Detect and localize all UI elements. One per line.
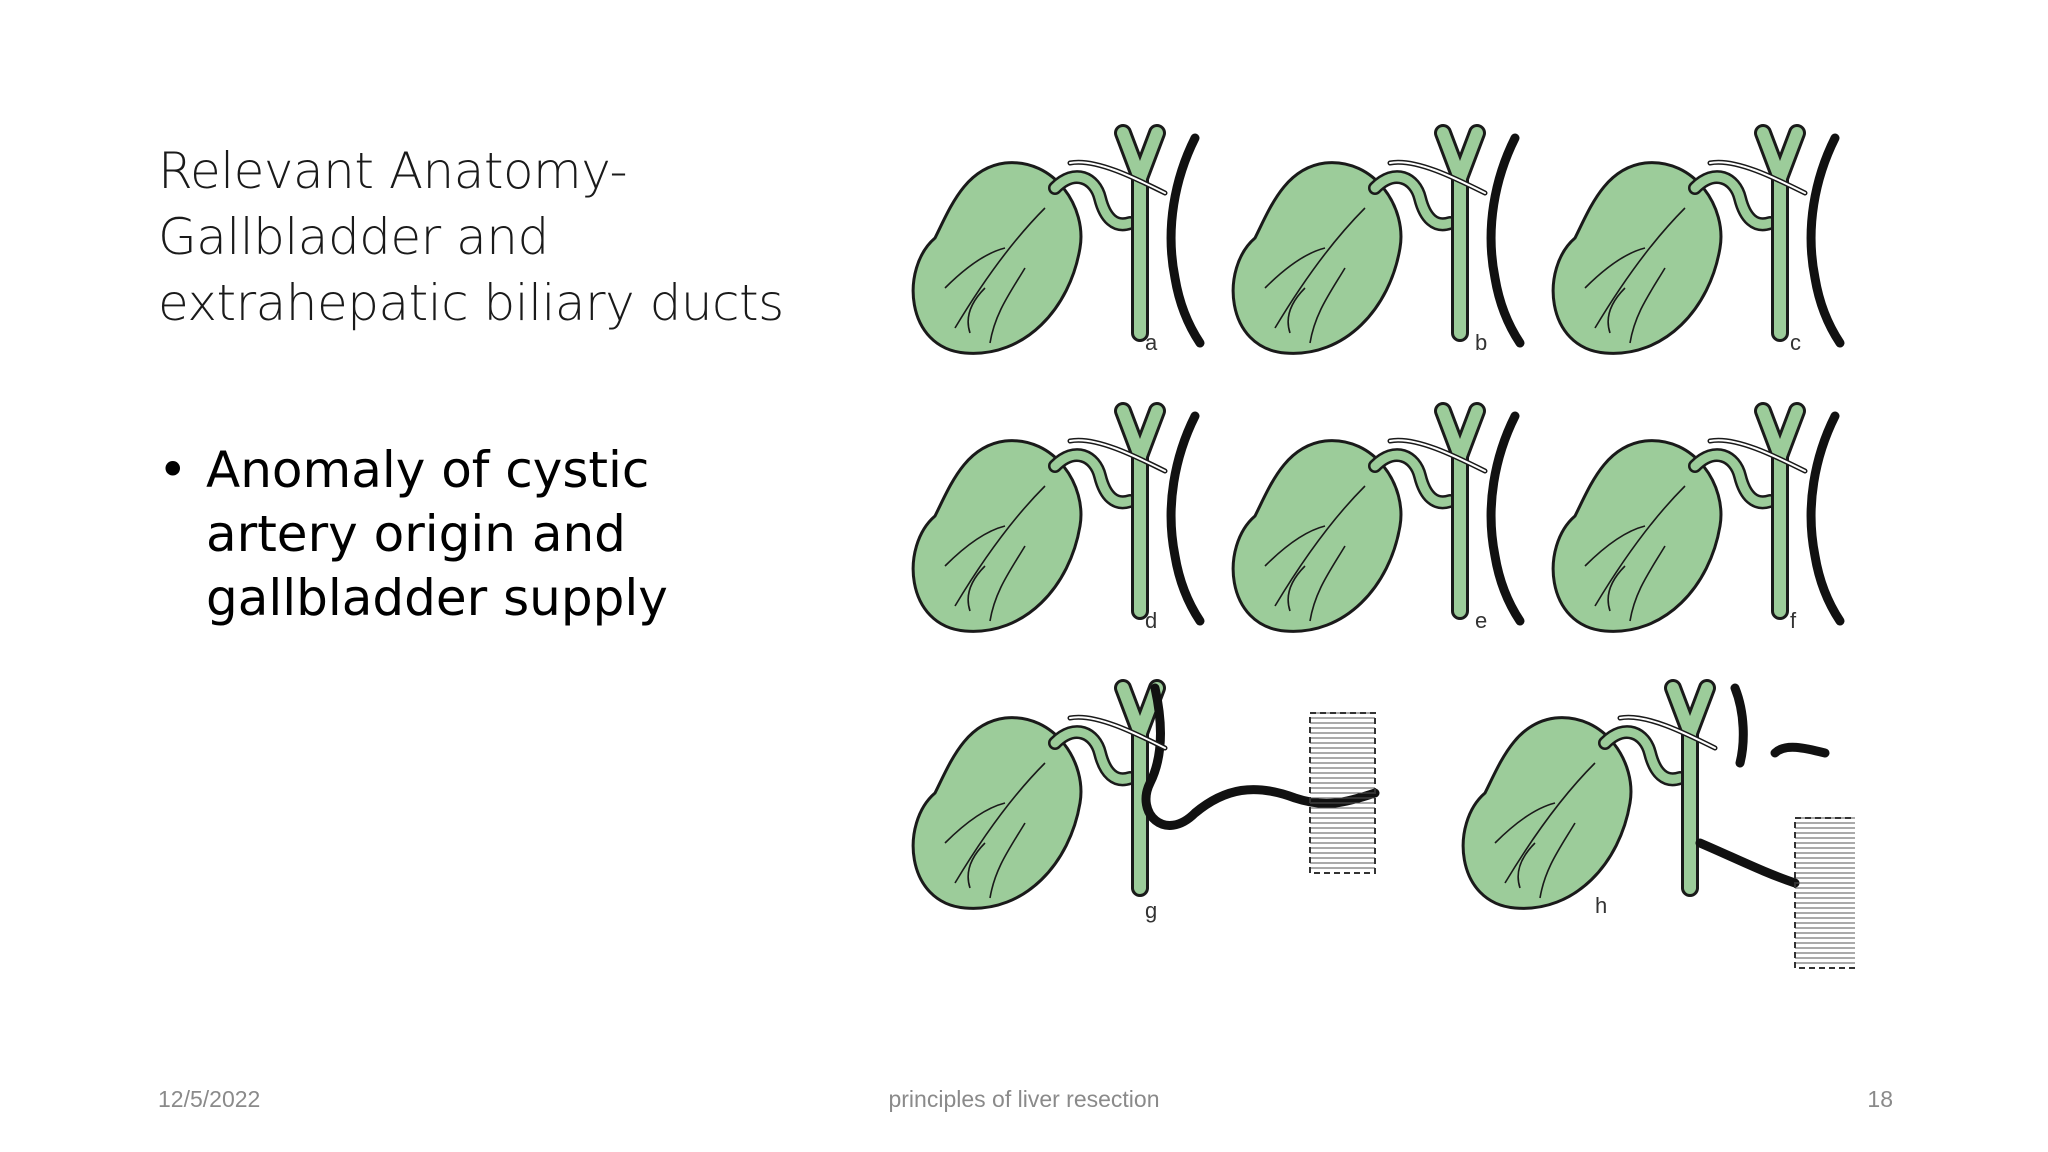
panel-label-f: f [1790,608,1797,633]
bullet-text: Anomaly of cystic artery origin and gall… [206,438,798,630]
panel-c [1551,124,1845,355]
panel-label-h: h [1595,893,1607,918]
cystic-artery-a [1069,161,1166,194]
hepatic-artery-f [1806,411,1845,626]
bile-duct-d [1117,405,1163,617]
bile-duct-c [1757,127,1803,339]
bullet-item: • Anomaly of cystic artery origin and ga… [158,438,798,630]
cystic-duct-e [1370,450,1455,507]
bullet-line-2: artery origin and [206,505,626,563]
bullet-line-1: Anomaly of cystic [206,441,650,499]
cystic-duct-g [1050,727,1135,784]
cystic-duct-b [1370,172,1455,229]
cystic-artery-d [1069,439,1166,472]
anatomy-figure: a b c d e f g h [895,118,1855,998]
gallbladder-d [911,439,1083,633]
gallbladder-veins-c [1584,207,1686,344]
title-line-2: Gallbladder and [158,208,549,266]
gallbladder-e [1231,439,1403,633]
bile-duct-h [1667,682,1713,894]
gallbladder-veins-f [1584,485,1686,622]
bullet-dot-icon: • [158,441,188,499]
panel-label-a: a [1145,330,1158,355]
title-line-3: extrahepatic biliary ducts [158,274,784,332]
footer-date: 12/5/2022 [158,1086,261,1112]
gallbladder-veins-e [1264,485,1366,622]
panel-label-b: b [1475,330,1487,355]
cystic-artery-f [1709,439,1806,472]
panel-b [1231,124,1525,355]
bile-duct-b [1437,127,1483,339]
anatomy-figure-svg: a b c d e f g h [911,124,1855,969]
cystic-artery-b [1389,161,1486,194]
cystic-duct-a [1050,172,1135,229]
footer-title: principles of liver resection [888,1086,1160,1112]
cystic-artery-c [1709,161,1806,194]
hepatic-artery-a [1166,133,1205,348]
gallbladder-veins-d [944,485,1046,622]
cystic-duct-f [1690,450,1775,507]
gallbladder-h [1461,716,1633,910]
hepatic-artery-d [1166,411,1205,626]
title-line-1: Relevant Anatomy- [158,142,628,200]
panel-label-g: g [1145,898,1157,923]
gallbladder-f [1551,439,1723,633]
hepatic-artery-b [1486,133,1525,348]
bile-duct-a [1117,127,1163,339]
gallbladder-veins-b [1264,207,1366,344]
panel-h [1461,679,1855,969]
panel-d [911,402,1205,633]
gallbladder-b [1231,161,1403,355]
panel-label-c: c [1790,330,1801,355]
bile-duct-f [1757,405,1803,617]
hepatic-artery-h [1695,683,1830,888]
panel-f [1551,402,1845,633]
hepatic-artery-g [1141,683,1380,830]
cystic-artery-e [1389,439,1486,472]
cystic-duct-c [1690,172,1775,229]
aorta-outline-h [1794,817,1855,969]
gallbladder-veins-a [944,207,1046,344]
gallbladder-veins-h [1494,762,1596,899]
cystic-artery-g [1069,716,1166,749]
aorta-outline-g [1309,712,1376,874]
footer-page-number: 18 [1867,1086,1893,1112]
cystic-duct-h [1600,727,1685,784]
hepatic-artery-c [1806,133,1845,348]
slide-title: Relevant Anatomy- Gallbladder and extrah… [158,138,808,336]
cystic-artery-h [1619,716,1716,749]
gallbladder-g [911,716,1083,910]
panel-a [911,124,1205,355]
hepatic-artery-e [1486,411,1525,626]
panel-label-d: d [1145,608,1157,633]
panel-label-e: e [1475,608,1487,633]
gallbladder-veins-g [944,762,1046,899]
bullet-list: • Anomaly of cystic artery origin and ga… [158,438,798,630]
gallbladder-c [1551,161,1723,355]
bullet-line-3: gallbladder supply [206,569,668,627]
panel-e [1231,402,1525,633]
gallbladder-a [911,161,1083,355]
cystic-duct-d [1050,450,1135,507]
bile-duct-e [1437,405,1483,617]
panel-g [911,679,1380,910]
